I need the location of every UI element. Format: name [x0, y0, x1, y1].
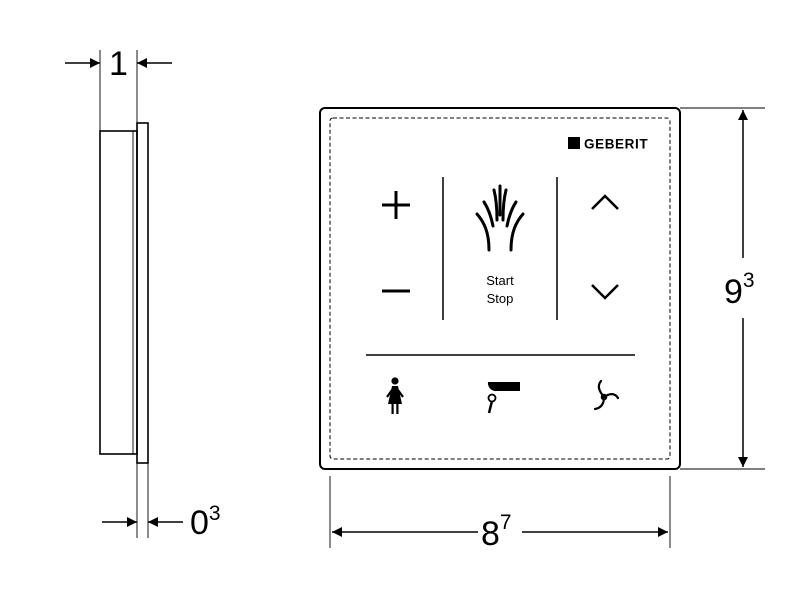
fan-icon[interactable]	[593, 379, 620, 411]
side-thickness-label: 1	[109, 45, 128, 83]
width-label: 87	[481, 511, 512, 553]
height-label: 93	[724, 269, 755, 311]
side-body	[99, 130, 138, 455]
plus-icon[interactable]	[382, 191, 410, 219]
start-label: Start	[486, 273, 514, 288]
front-view: GEBERIT Start Stop	[319, 107, 767, 553]
side-front-plate	[136, 122, 149, 464]
panel-outline	[319, 107, 681, 470]
chevron-down-icon[interactable]	[591, 284, 619, 300]
stop-label: Stop	[487, 291, 514, 306]
side-view: 1 03	[65, 45, 221, 542]
water-jet-icon[interactable]	[475, 184, 525, 252]
side-offset-label: 03	[190, 502, 221, 542]
lady-shower-icon[interactable]	[386, 377, 404, 414]
brand-square-icon	[568, 137, 580, 149]
dim-label-bg	[722, 266, 767, 310]
chevron-up-icon[interactable]	[591, 194, 619, 210]
dim-label-bg	[478, 510, 522, 552]
brand-logo: GEBERIT	[584, 137, 648, 152]
dryer-icon[interactable]	[487, 382, 520, 414]
panel-touch-area	[329, 117, 671, 460]
